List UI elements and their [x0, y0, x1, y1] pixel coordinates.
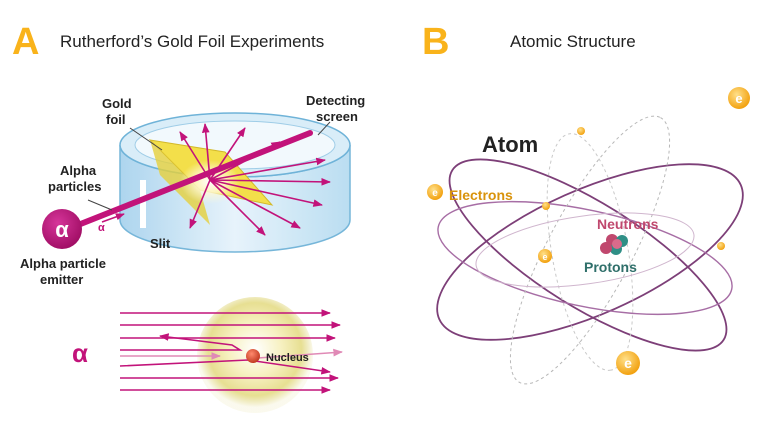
- emitter-symbol: α: [55, 217, 69, 242]
- electrons-label: Electrons: [449, 187, 513, 203]
- svg-text:e: e: [735, 91, 742, 106]
- nucleus-scattering-diagram: Nucleus α: [72, 297, 343, 413]
- panel-a-letter: A: [12, 21, 39, 63]
- alpha-emitter: α: [42, 209, 82, 249]
- emitter-label: Alpha particle emitter: [20, 256, 110, 287]
- neutrons-label: Neutrons: [597, 216, 659, 232]
- leader-lines: [87, 121, 331, 211]
- electron-small: [717, 242, 725, 250]
- electron-orbits: [436, 115, 744, 385]
- alpha-particles-label: Alpha particles: [48, 163, 101, 194]
- panel-b-title: Atomic Structure: [510, 32, 636, 51]
- panel-b: B Atomic Structure e: [422, 21, 750, 385]
- svg-text:e: e: [542, 252, 547, 262]
- detecting-screen-label: Detecting screen: [306, 93, 369, 124]
- gold-foil-label: Gold foil: [102, 96, 135, 127]
- electron-icon: e: [538, 249, 552, 263]
- alpha-beam: α: [75, 130, 313, 234]
- atom-nucleus: [600, 234, 628, 255]
- nucleus-label: Nucleus: [266, 352, 309, 364]
- lower-alpha-symbol: α: [72, 338, 88, 368]
- panel-a-title: Rutherford’s Gold Foil Experiments: [60, 32, 324, 51]
- panel-b-letter: B: [422, 21, 449, 63]
- panel-a: A Rutherford’s Gold Foil Experiments: [12, 21, 369, 413]
- electrons: e e e e: [427, 87, 750, 375]
- svg-text:e: e: [432, 188, 438, 199]
- electron-icon: e: [427, 184, 443, 200]
- svg-text:e: e: [624, 355, 632, 371]
- slit-label: Slit: [150, 236, 171, 251]
- nucleus-dot: [246, 349, 260, 363]
- beam-alpha-symbol: α: [98, 222, 105, 234]
- electron-small: [577, 127, 585, 135]
- electron-small: [542, 202, 550, 210]
- slit-opening: [140, 180, 146, 228]
- protons-label: Protons: [584, 259, 637, 275]
- electron-icon: e: [728, 87, 750, 109]
- electron-icon: e: [616, 351, 640, 375]
- atom-label: Atom: [482, 132, 538, 157]
